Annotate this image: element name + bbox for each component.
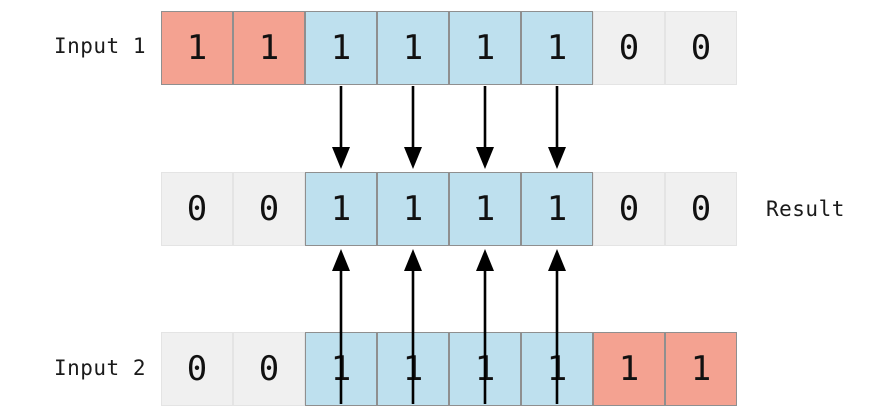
arrow-down-col-3 — [332, 86, 350, 169]
bit-cell: 0 — [161, 172, 233, 246]
bit-cell: 1 — [305, 172, 377, 246]
bit-cell: 1 — [521, 172, 593, 246]
arrow-down-col-5 — [476, 86, 494, 169]
bit-cell: 1 — [593, 332, 665, 406]
bit-cell: 1 — [377, 172, 449, 246]
bit-cell: 0 — [593, 11, 665, 85]
bit-cell: 1 — [161, 11, 233, 85]
arrow-down-col-4 — [404, 86, 422, 169]
row-label-input-2: Input 2 — [53, 356, 146, 380]
row-label-result: Result — [766, 197, 845, 221]
bit-cell: 1 — [449, 332, 521, 406]
bit-cell: 1 — [521, 11, 593, 85]
bit-cell: 1 — [233, 11, 305, 85]
bit-cell: 0 — [593, 172, 665, 246]
bit-cell: 0 — [233, 332, 305, 406]
bit-cell: 1 — [665, 332, 737, 406]
bit-cell: 0 — [665, 172, 737, 246]
bit-cell: 1 — [377, 332, 449, 406]
bit-cell: 0 — [665, 11, 737, 85]
bit-cell: 0 — [233, 172, 305, 246]
bit-cell: 1 — [449, 172, 521, 246]
bit-cell: 1 — [377, 11, 449, 85]
bit-cell: 1 — [521, 332, 593, 406]
bit-cell: 1 — [305, 332, 377, 406]
arrow-down-col-6 — [548, 86, 566, 169]
row-label-input-1: Input 1 — [53, 34, 146, 58]
bit-cell: 0 — [161, 332, 233, 406]
bit-cell: 1 — [305, 11, 377, 85]
bit-cell: 1 — [449, 11, 521, 85]
